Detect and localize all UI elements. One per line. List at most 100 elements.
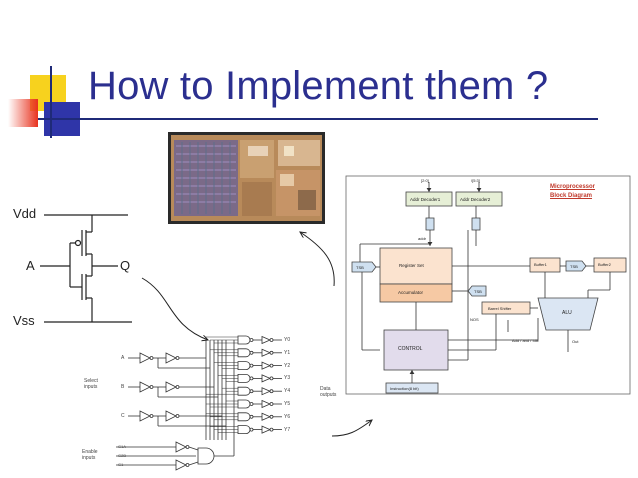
- output-inverter: [261, 425, 271, 434]
- register-set-label: Register Set: [399, 263, 424, 268]
- decoder-enable-g1a: G1A: [118, 444, 127, 449]
- decoder-input-a: A: [121, 355, 125, 361]
- input-c-buffers: [128, 410, 226, 427]
- decoder-input-c: C: [121, 413, 125, 419]
- nand-bubble: [249, 402, 254, 406]
- decoder-enable-g2b: G2B: [118, 453, 127, 458]
- arrow-to-die: [300, 232, 335, 287]
- accumulator-label: Accumulator: [398, 290, 424, 295]
- inverter-bubble: [269, 338, 274, 342]
- buffer2-label: Buffer2: [598, 262, 611, 267]
- decoder-select-label: Select inputs: [84, 378, 98, 390]
- decor-vertical-line: [50, 66, 52, 138]
- tsb-right: [565, 260, 587, 272]
- nand-bubble: [249, 363, 254, 368]
- nand-gate: [237, 348, 251, 358]
- inverter-bubble: [269, 350, 274, 355]
- input-b-buffers: [128, 381, 218, 398]
- enable-label-line1: Enable: [82, 449, 98, 455]
- register-set-box: [379, 247, 453, 285]
- block-diagram-heading-line2: Block Diagram: [550, 193, 593, 199]
- nand-bubble: [249, 389, 254, 394]
- input-a-buffers: [128, 352, 210, 369]
- nand-gate: [237, 399, 251, 409]
- tsb-left-label: TSB: [356, 265, 364, 270]
- label-vss: Vss: [13, 313, 35, 328]
- decoder-gates: [206, 335, 282, 434]
- tsb-middle-label: TSB: [474, 289, 482, 294]
- enable-label-line2: inputs: [82, 455, 96, 461]
- nand-gate: [237, 386, 251, 396]
- decoder-output-y1: Y1: [284, 349, 291, 356]
- select-label-line1: Select: [84, 378, 98, 384]
- title-underline: [38, 118, 598, 120]
- inverter-bubble: [269, 414, 274, 419]
- decoder-input-b: B: [121, 384, 125, 390]
- control-label: CONTROL: [398, 346, 423, 352]
- nand-gate: [237, 374, 251, 383]
- output-inverter: [261, 361, 271, 370]
- arrow-to-decoder: [141, 277, 208, 340]
- nand-bubble: [249, 376, 254, 381]
- block-diagram-heading-line1: Microprocessor: [550, 184, 596, 190]
- decoder-data-label: Data outputs: [320, 386, 336, 398]
- decoder-circuit: [116, 340, 235, 471]
- alu-shape: [537, 297, 599, 331]
- nand-bubble: [249, 414, 254, 419]
- buffer1-label: Buffer1: [534, 262, 547, 267]
- ops-label: Add / and / Idle: [512, 338, 539, 343]
- output-inverter: [261, 399, 271, 409]
- addr-high-label: \[5:3]: [471, 178, 480, 183]
- addr-low-label: [2:0]: [421, 178, 429, 183]
- out-label: Out: [572, 339, 579, 344]
- decoder-output-y4: Y4: [284, 388, 291, 395]
- nand-bubble: [249, 350, 254, 355]
- tsb-left: [351, 261, 377, 273]
- inverter-bubble: [269, 376, 274, 381]
- addr-label: addr: [418, 236, 427, 241]
- output-inverter: [261, 412, 271, 421]
- nand-bubble: [249, 338, 254, 342]
- nand-gate: [237, 361, 251, 370]
- nos-label: NOS: [470, 317, 479, 322]
- decoder-output-y7: Y7: [284, 426, 291, 433]
- block-diagram-heading: Microprocessor Block Diagram: [550, 183, 595, 201]
- decoder-output-y0: Y0: [284, 337, 291, 343]
- data-label-line1: Data: [320, 386, 331, 392]
- label-vdd: Vdd: [13, 206, 37, 221]
- decoder-output-y2: Y2: [284, 362, 291, 369]
- decoder-output-y6: Y6: [284, 413, 291, 420]
- nand-gate: [237, 425, 251, 434]
- inverter-bubble: [269, 389, 274, 394]
- nand-bubble: [249, 427, 254, 432]
- nand-gate: [237, 335, 251, 345]
- inverter-bubble: [269, 427, 274, 432]
- label-input-a: A: [26, 258, 35, 273]
- tsb-middle: [467, 285, 487, 297]
- output-inverter: [261, 374, 271, 383]
- decor-red-square: [8, 99, 38, 127]
- slide-title: How to Implement them ?: [88, 64, 549, 108]
- instruction-label: Instruction(8 bit): [390, 386, 419, 391]
- nand-gate: [237, 412, 251, 422]
- inverter-bubble: [269, 402, 274, 406]
- addr-decoder2-label: Addr Decoder2: [460, 197, 491, 202]
- arrow-to-block-diagram: [331, 420, 372, 437]
- inverter-bubble: [269, 363, 274, 368]
- alu-label: ALU: [562, 310, 572, 316]
- cmos-inverter: [40, 214, 132, 323]
- data-label-line2: outputs: [320, 392, 337, 398]
- chip-die-photo: [168, 132, 325, 224]
- decoder-enable-g1: G1: [118, 462, 124, 467]
- output-inverter: [261, 348, 271, 357]
- addr-decoder1-label: Addr Decoder1: [410, 197, 441, 202]
- block-diagram: [345, 175, 631, 395]
- label-output-q: Q: [120, 258, 131, 273]
- decoder-enable-label: Enable inputs: [82, 449, 98, 461]
- select-label-line2: inputs: [84, 384, 98, 390]
- decoder-output-y5: Y5: [284, 401, 291, 407]
- tsb-right-label: TSB: [570, 264, 578, 269]
- decoder-output-y3: Y3: [284, 375, 291, 382]
- barrel-shifter-label: Barrel Shifter: [488, 306, 512, 311]
